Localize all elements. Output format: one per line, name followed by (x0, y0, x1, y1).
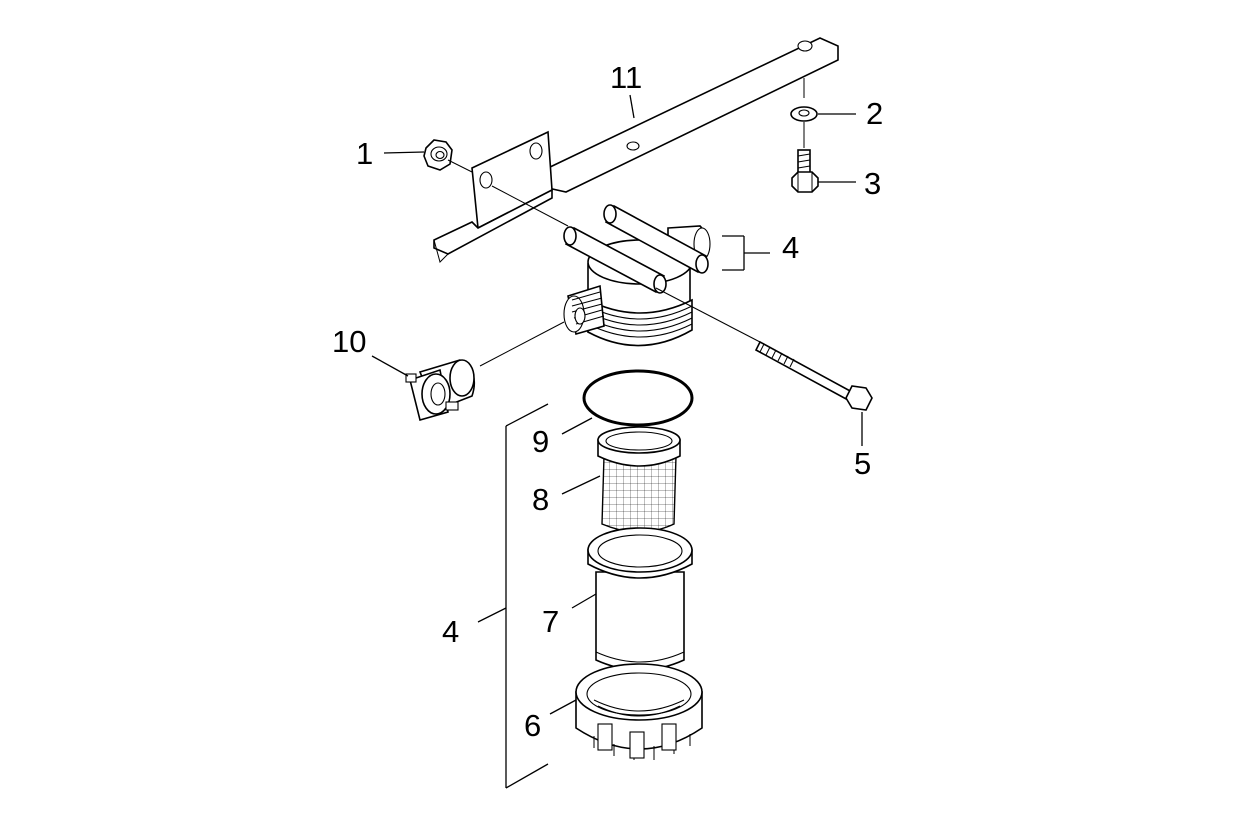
callout-label-2: 2 (866, 96, 883, 131)
callout-label-8: 8 (532, 482, 549, 517)
callout-label-3: 3 (864, 166, 881, 201)
o-ring-part (582, 369, 694, 427)
bracket-part (433, 37, 839, 263)
washer-part (790, 106, 818, 122)
union-nut-part (575, 663, 703, 760)
callout-label-5: 5 (854, 446, 871, 481)
nut-part (423, 139, 453, 171)
callout-label-9: 9 (532, 424, 549, 459)
bolt-part (754, 340, 873, 411)
filter-screen-part (597, 426, 681, 533)
callout-label-7: 7 (542, 604, 559, 639)
callout-label-4-top: 4 (782, 230, 799, 265)
filter-bowl-part (587, 527, 693, 671)
callout-label-6: 6 (524, 708, 541, 743)
filter-head-part (563, 204, 711, 347)
callout-label-4-bottom: 4 (442, 614, 459, 649)
callout-label-11: 11 (610, 60, 642, 95)
hose-coupling-part (405, 359, 476, 421)
leader-lines (371, 78, 863, 789)
callout-label-1: 1 (356, 136, 373, 171)
callout-label-10: 10 (332, 324, 366, 359)
screw-part (791, 149, 819, 193)
callout-labels: 1 2 3 4 5 6 7 8 9 10 11 4 (332, 60, 883, 743)
